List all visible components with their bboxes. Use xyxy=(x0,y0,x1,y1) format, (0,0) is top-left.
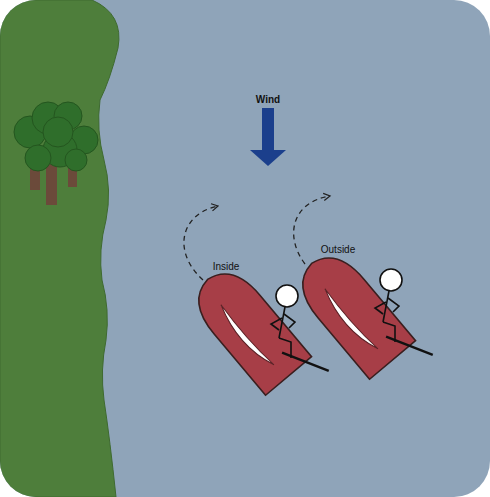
wind-arrow xyxy=(250,108,286,166)
boat-label: Inside xyxy=(213,262,240,272)
boat-label: Outside xyxy=(321,245,355,255)
wind-label: Wind xyxy=(256,95,280,105)
trees xyxy=(14,102,98,205)
